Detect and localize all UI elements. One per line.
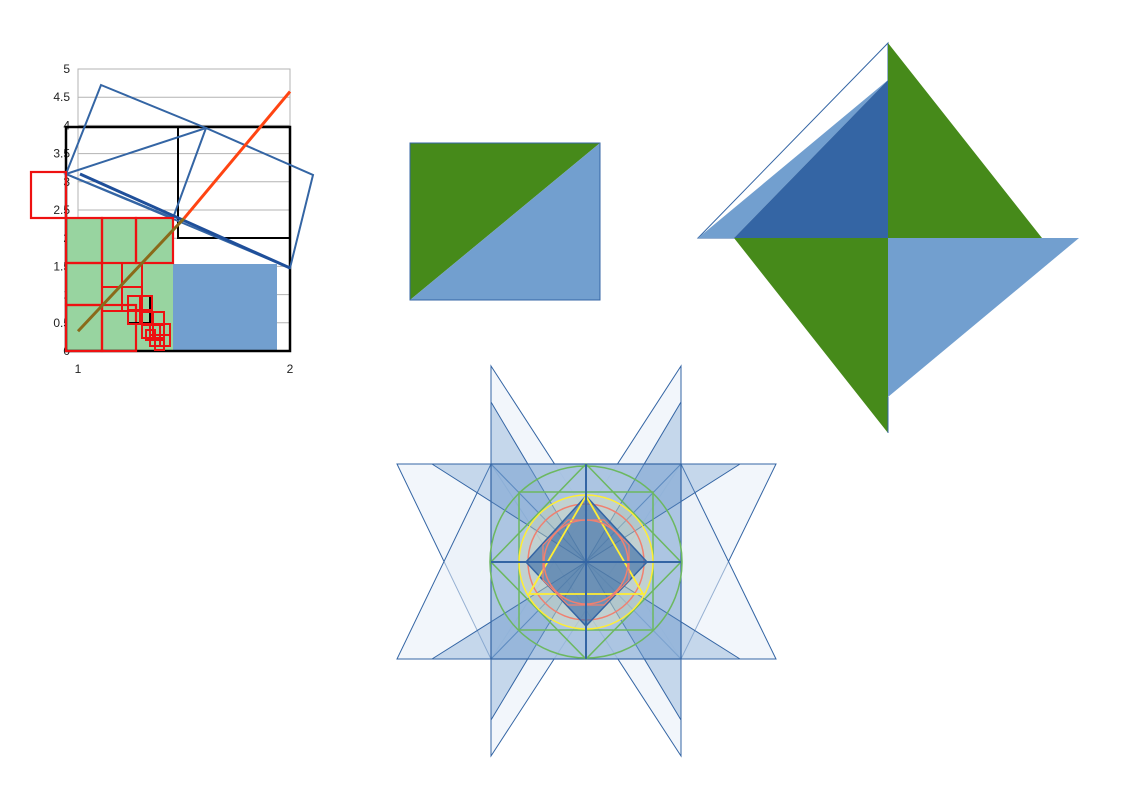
y-tick-label: 4 [63, 118, 70, 132]
upper-right-black-square [177, 126, 291, 239]
series-line-olive [76, 217, 186, 333]
x-tick-label: 2 [287, 362, 294, 376]
y-tick-label: 2.5 [53, 203, 70, 217]
blue-square [173, 264, 277, 351]
x-tick-label: 1 [75, 362, 82, 376]
pinwheel-triangles [696, 41, 1079, 433]
outer-triangles [396, 364, 777, 758]
top-left-light-blue-triangle [698, 80, 888, 238]
green-square [66, 218, 173, 351]
chart-lines [76, 90, 292, 333]
y-tick-label: 4.5 [53, 90, 70, 104]
y-tick-label: 3.5 [53, 147, 70, 161]
bottom-left-green-triangle [734, 238, 888, 433]
rectangle-outline [409, 142, 601, 301]
bottom-right-light-blue-triangle [888, 238, 1079, 397]
salmon-octagon [542, 519, 630, 606]
blue-diagonal-line [79, 172, 291, 270]
star-figure [396, 364, 777, 758]
split-rectangle [409, 142, 601, 301]
nested-squares-chart: 00.511.522.533.544.55 12 [29, 62, 315, 376]
top-right-green-triangle [888, 43, 1042, 238]
small-red-squares [101, 262, 171, 351]
series-line-orange [182, 90, 292, 220]
y-tick-label: 5 [63, 62, 70, 76]
rotated-blue-square-large [63, 126, 315, 270]
blue-triangle [410, 143, 600, 300]
top-left-dark-blue-triangle [734, 80, 888, 238]
